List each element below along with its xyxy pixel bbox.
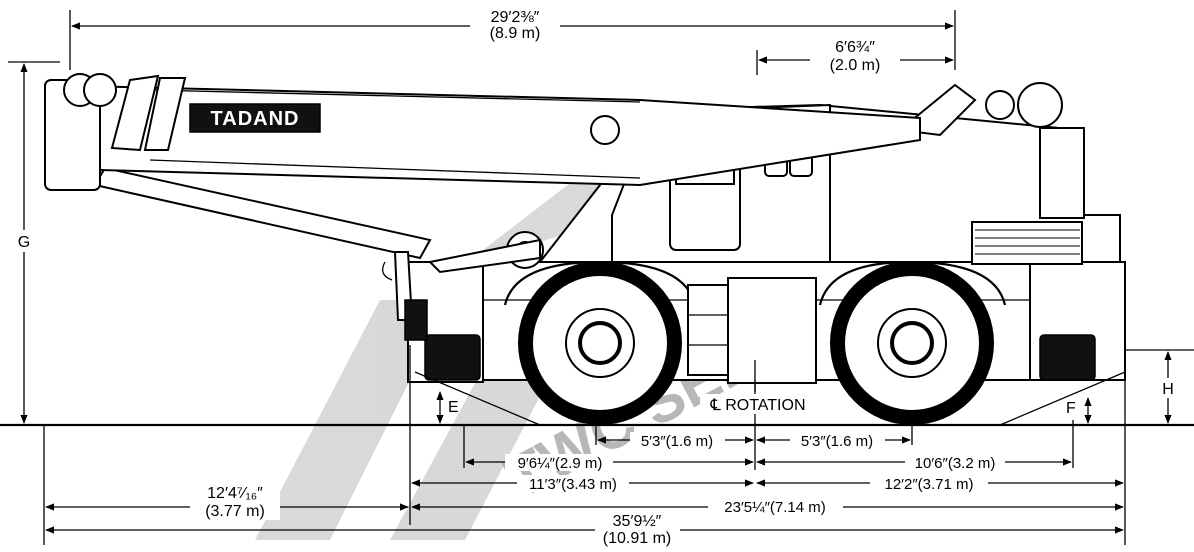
rear-overhang-center: 12′2″(3.71 m): [885, 476, 974, 493]
front-boom-overhang-imperial: 12′4⁷⁄₁₆″: [207, 485, 263, 502]
label-e: E: [448, 399, 459, 416]
dimension-labels: 29′2⅜″ (8.9 m) 6′6¾″ (2.0 m) G H E F ℄ R…: [14, 8, 1178, 547]
boom-tip-imperial: 6′6¾″: [835, 39, 875, 56]
label-f: F: [1066, 400, 1076, 417]
half-wheelbase-front: 5′3″(1.6 m): [641, 433, 713, 450]
front-wheel: [518, 261, 682, 425]
rotation-label: ℄ ROTATION: [709, 397, 805, 414]
overall-length-imperial: 35′9½″: [613, 513, 662, 530]
front-boom-overhang-metric: (3.77 m): [205, 503, 265, 520]
front-overhang-center: 11′3″(3.43 m): [529, 476, 617, 493]
label-g: G: [18, 234, 30, 251]
crane-body: TADAND: [44, 73, 1126, 426]
brand-logo: TADAND: [211, 108, 300, 130]
rear-outrigger-center: 10′6″(3.2 m): [915, 455, 996, 472]
rear-wheel: [830, 261, 994, 425]
overall-length-metric: (10.91 m): [603, 530, 671, 547]
label-h: H: [1162, 381, 1174, 398]
boom-length-imperial: 29′2⅜″: [491, 9, 540, 26]
boom-length-metric: (8.9 m): [490, 25, 541, 42]
boom-tip-metric: (2.0 m): [830, 57, 881, 74]
half-wheelbase-rear: 5′3″(1.6 m): [801, 433, 873, 450]
carrier-length: 23′5¼″(7.14 m): [724, 499, 826, 516]
front-outrigger-center: 9′6¼″(2.9 m): [518, 455, 603, 472]
